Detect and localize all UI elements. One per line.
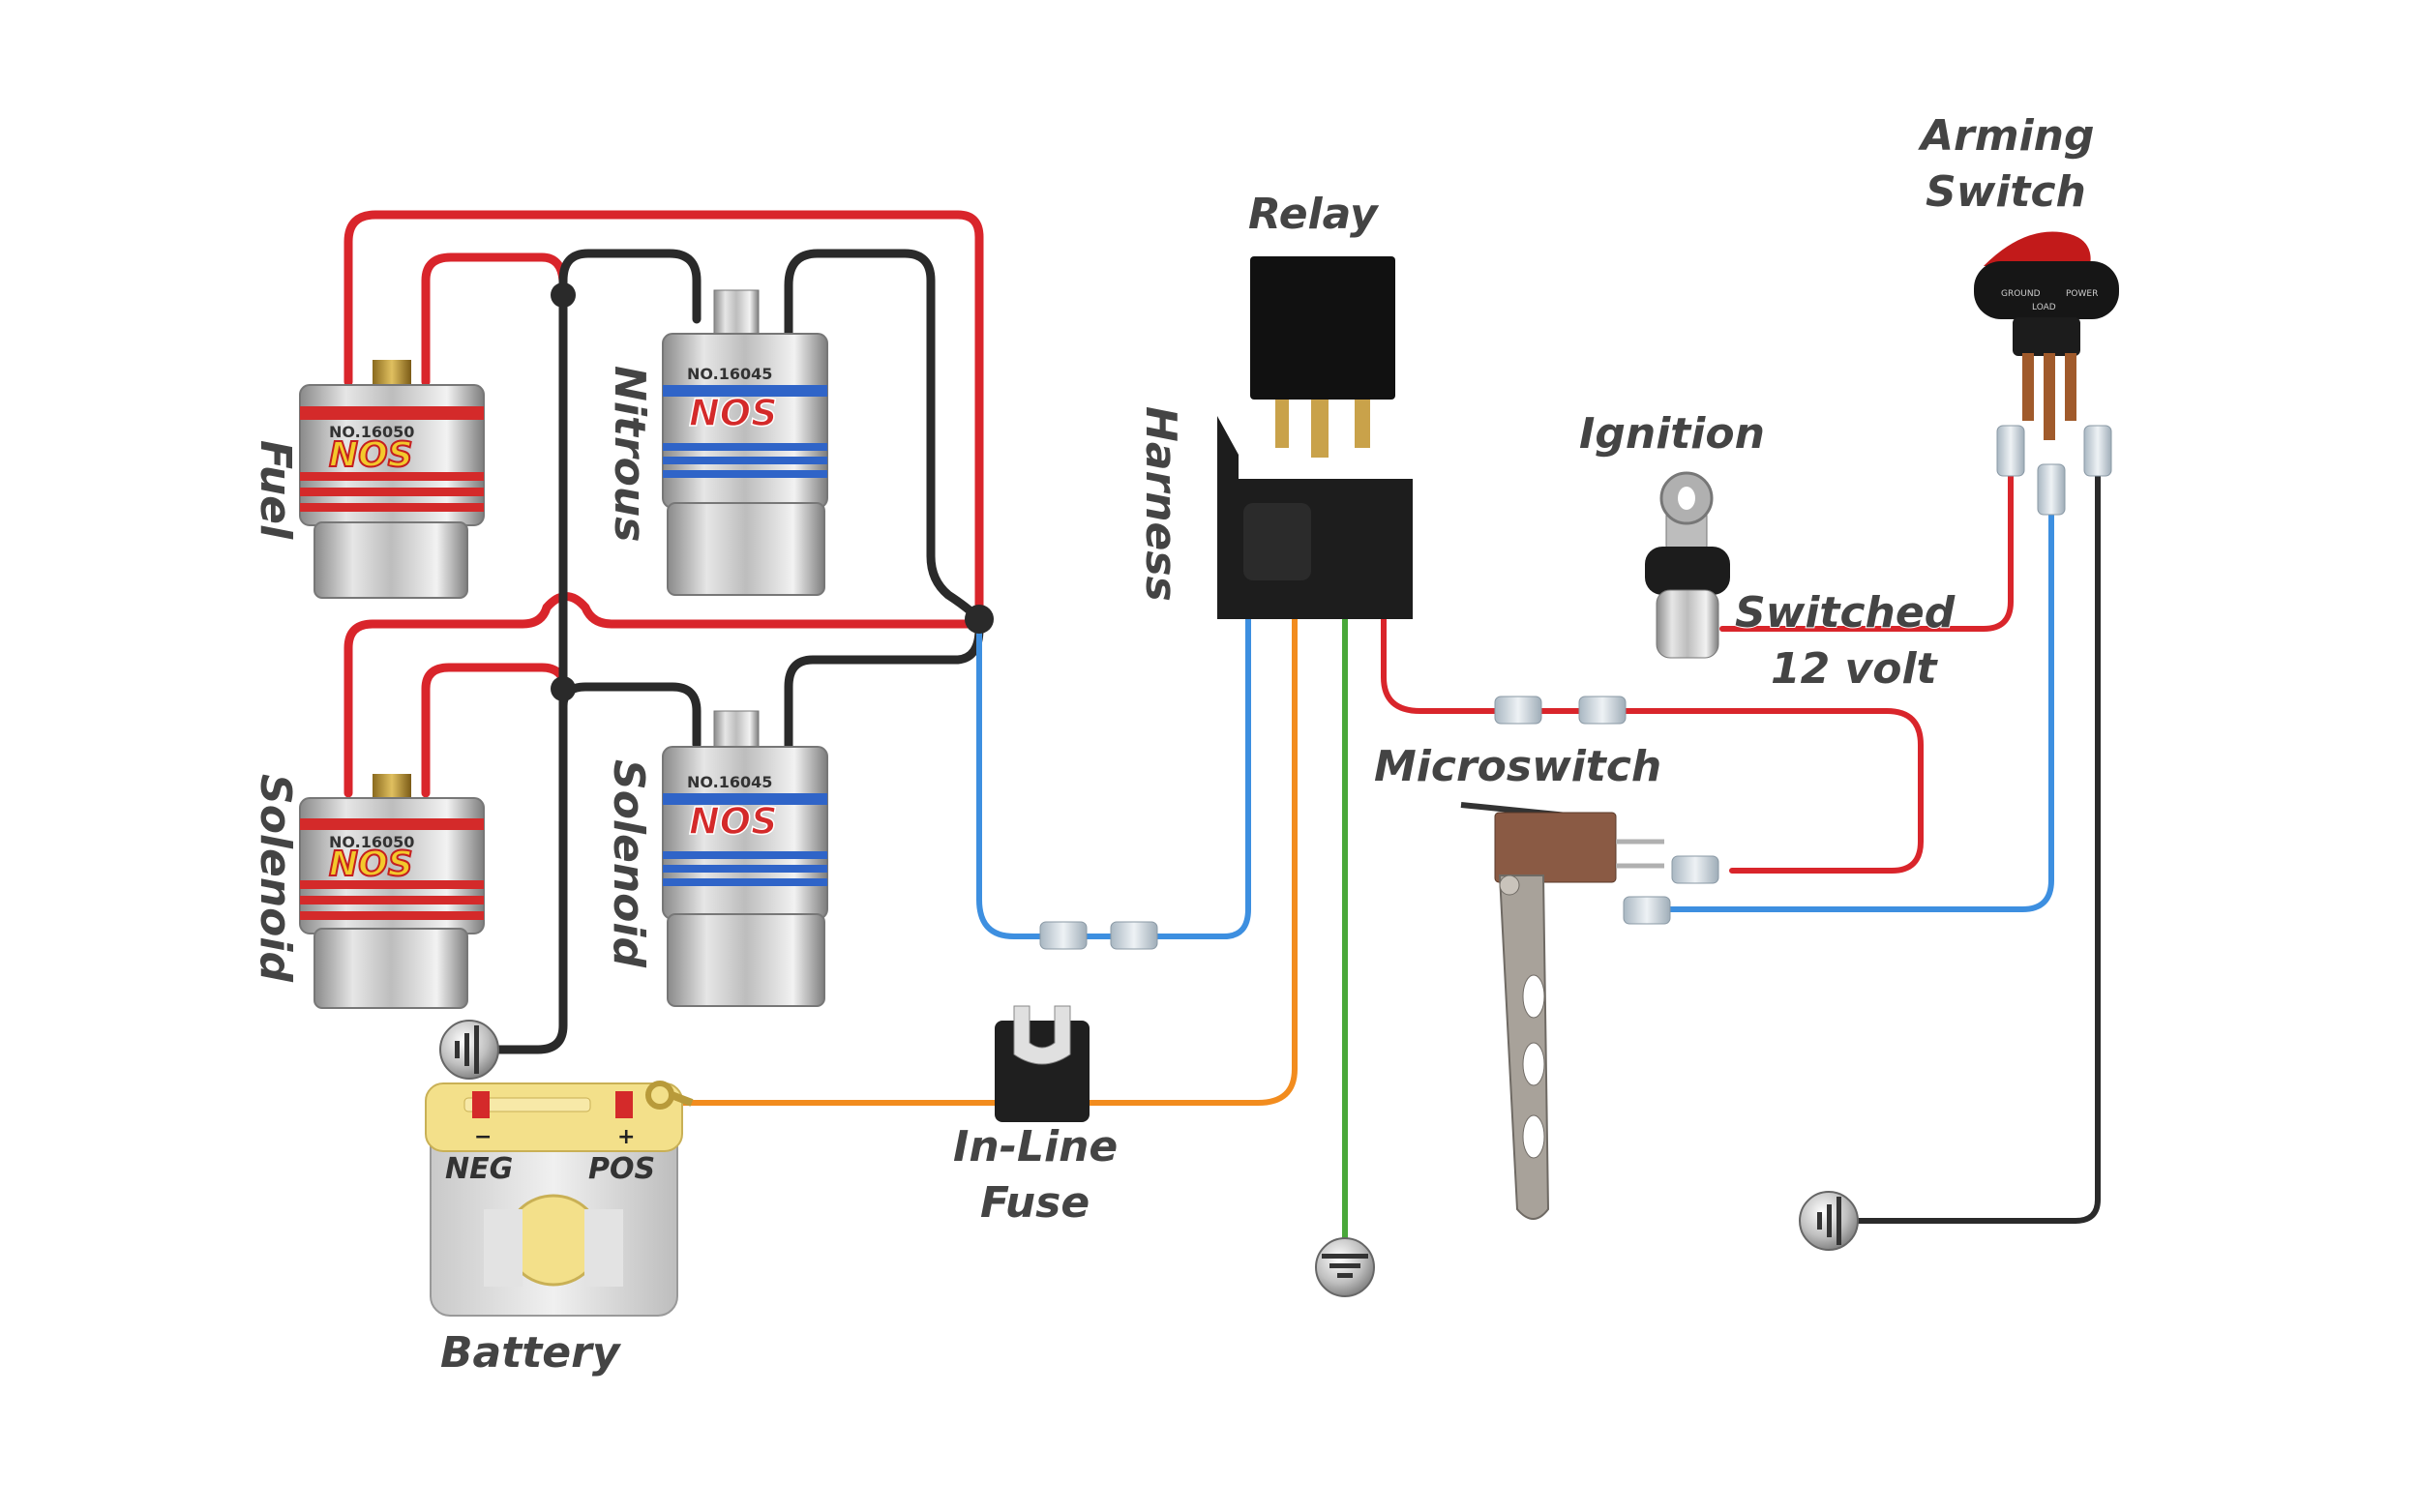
label-arming-1: Arming bbox=[1918, 111, 2095, 161]
label-solenoid-right: Solenoid bbox=[604, 759, 653, 967]
nos-logo: NOS bbox=[689, 800, 777, 843]
connector bbox=[1578, 696, 1627, 725]
wire-red-top-loop bbox=[343, 210, 984, 624]
label-solenoid-left: Solenoid bbox=[251, 774, 300, 982]
connector bbox=[1671, 855, 1719, 884]
label-battery: Battery bbox=[440, 1328, 622, 1378]
connector bbox=[1623, 896, 1671, 925]
wires bbox=[343, 210, 2101, 1260]
wire-red-middle bbox=[343, 592, 984, 798]
wire-black-lower-right bbox=[784, 624, 984, 769]
junction-dot bbox=[551, 282, 576, 308]
wire-blue-arming bbox=[1661, 500, 2054, 912]
ground-icon bbox=[1799, 1191, 1859, 1251]
wire-black-lower-left bbox=[558, 682, 702, 750]
labels: Fuel Nitrous Solenoid Solenoid Harness R… bbox=[250, 110, 2096, 1379]
battery-pos-sign: + bbox=[617, 1125, 635, 1149]
fuel-part-no: NO.16050 bbox=[329, 833, 414, 851]
rocker-switch-icon: GROUND POWER LOAD bbox=[1974, 231, 2119, 440]
switch-ground-label: GROUND bbox=[2001, 289, 2041, 299]
connector bbox=[2037, 463, 2066, 516]
nos-logo: NOS bbox=[329, 435, 413, 475]
relay-icon bbox=[1250, 256, 1395, 458]
nos-logo: NOS bbox=[689, 392, 777, 434]
connector bbox=[1110, 921, 1158, 950]
label-ignition: Ignition bbox=[1579, 409, 1765, 459]
battery-pos-label: POS bbox=[588, 1152, 655, 1186]
fuse-icon bbox=[995, 1005, 1090, 1122]
switch-power-label: POWER bbox=[2066, 289, 2098, 299]
wire-red-lower-fuel bbox=[421, 663, 571, 798]
connector bbox=[1494, 696, 1542, 725]
nitrous-part-no: NO.16045 bbox=[687, 773, 772, 791]
wire-blue-harness bbox=[976, 616, 1251, 939]
label-relay: Relay bbox=[1248, 190, 1380, 239]
switch-load-label: LOAD bbox=[2032, 303, 2056, 312]
wire-black-arming-ground bbox=[1855, 471, 2101, 1224]
nitrous-solenoid-bottom: NO.16045 NOS bbox=[662, 710, 828, 1007]
junction-dot bbox=[551, 676, 576, 701]
battery-icon: − + NEG POS bbox=[425, 1081, 694, 1317]
wire-red-switched bbox=[1719, 471, 2014, 632]
label-fuse-1: In-Line bbox=[953, 1122, 1118, 1171]
ground-icon bbox=[439, 1020, 499, 1080]
label-harness: Harness bbox=[1136, 406, 1185, 602]
harness-connector bbox=[1217, 416, 1413, 619]
label-fuse-2: Fuse bbox=[980, 1178, 1090, 1228]
wire-red-fuel-top bbox=[421, 252, 568, 387]
fuel-part-no: NO.16050 bbox=[329, 423, 414, 441]
label-nitrous: Nitrous bbox=[605, 366, 654, 542]
wire-orange-battery bbox=[674, 616, 1298, 1106]
connector bbox=[1996, 425, 2025, 477]
connector bbox=[2083, 425, 2112, 477]
wire-black-nitrous-upper-right bbox=[784, 249, 984, 624]
nitrous-part-no: NO.16045 bbox=[687, 365, 772, 383]
label-switched-2: 12 volt bbox=[1771, 644, 1939, 694]
label-switched-1: Switched bbox=[1735, 588, 1956, 637]
ground-icon bbox=[1315, 1237, 1375, 1297]
nos-logo: NOS bbox=[329, 845, 413, 884]
junction-dot bbox=[965, 605, 994, 634]
label-arming-2: Switch bbox=[1926, 167, 2086, 217]
battery-neg-label: NEG bbox=[445, 1152, 513, 1186]
wire-black-upper bbox=[484, 249, 702, 1054]
battery-neg-sign: − bbox=[474, 1125, 492, 1149]
nitrous-solenoid-top: NO.16045 NOS bbox=[662, 289, 828, 596]
microswitch-icon bbox=[1460, 802, 1664, 1220]
key-icon bbox=[1645, 471, 1730, 659]
label-fuel: Fuel bbox=[251, 440, 300, 540]
connector bbox=[1039, 921, 1088, 950]
fuel-solenoid-bottom: NO.16050 NOS bbox=[299, 774, 485, 1009]
wire-red-microswitch bbox=[1381, 616, 1924, 874]
spade-connectors bbox=[1039, 425, 2112, 950]
fuel-solenoid-top: NO.16050 NOS bbox=[299, 360, 485, 599]
label-microswitch: Microswitch bbox=[1374, 742, 1661, 791]
